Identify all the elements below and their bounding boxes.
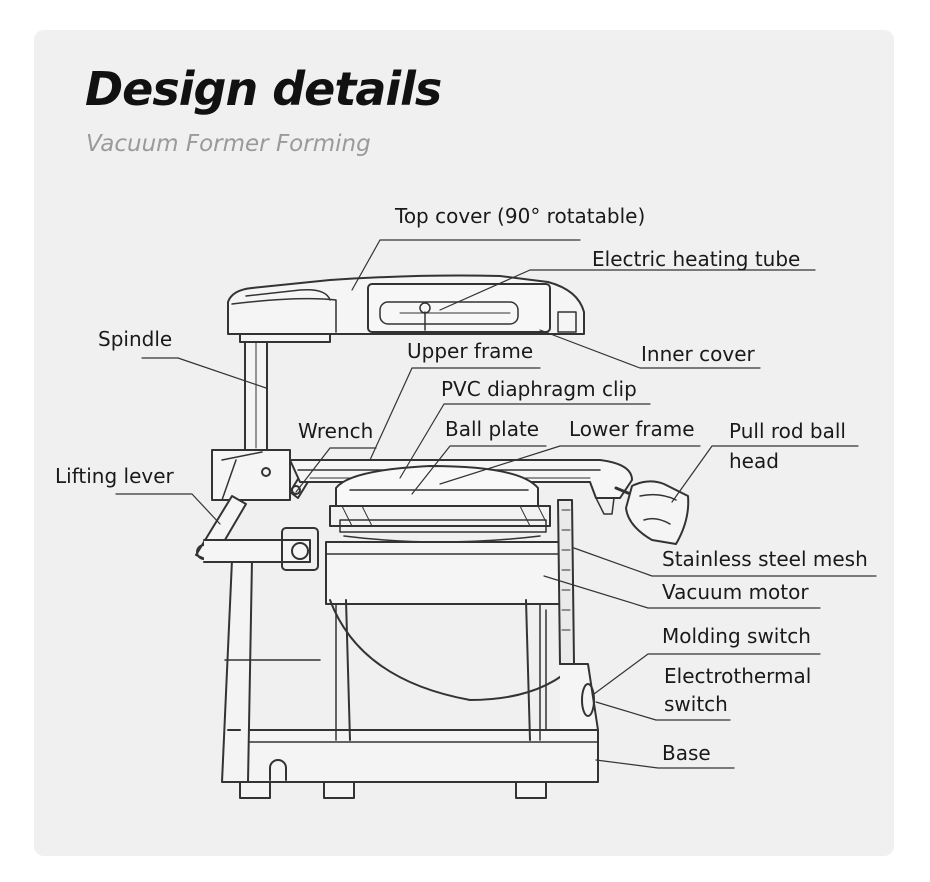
label-wrench: Wrench xyxy=(298,419,374,443)
label-stainless-steel-mesh: Stainless steel mesh xyxy=(662,547,868,571)
label-molding-switch: Molding switch xyxy=(662,624,811,648)
label-electrothermal-switch-2: switch xyxy=(664,692,728,716)
top-cover-part xyxy=(227,274,585,343)
label-pull-rod-ball-head-2: head xyxy=(729,449,779,473)
label-upper-frame: Upper frame xyxy=(407,339,534,363)
switch-housing-part xyxy=(559,663,599,731)
label-inner-cover: Inner cover xyxy=(641,342,755,366)
page-title: Design details xyxy=(85,62,442,116)
page-subtitle: Vacuum Former Forming xyxy=(86,131,371,157)
label-electrothermal-switch-1: Electrothermal xyxy=(664,664,812,688)
label-top-cover: Top cover (90° rotatable) xyxy=(395,204,646,228)
label-lower-frame: Lower frame xyxy=(569,417,695,441)
vacuum-motor-part xyxy=(325,499,577,741)
label-vacuum-motor: Vacuum motor xyxy=(662,580,809,604)
label-electric-heating-tube: Electric heating tube xyxy=(592,247,801,271)
spindle-part xyxy=(244,337,268,451)
label-pull-rod-ball-head-1: Pull rod ball xyxy=(729,419,846,443)
frame-assembly xyxy=(289,459,633,543)
leader-lines xyxy=(115,239,877,769)
label-pvc-diaphragm-clip: PVC diaphragm clip xyxy=(441,377,637,401)
label-ball-plate: Ball plate xyxy=(445,417,540,441)
base-part xyxy=(239,729,599,799)
diagram-card xyxy=(34,30,894,856)
label-spindle: Spindle xyxy=(98,327,173,351)
label-lifting-lever: Lifting lever xyxy=(55,464,174,488)
pull-rod-ball-head-part xyxy=(614,480,690,545)
label-base: Base xyxy=(662,741,711,765)
